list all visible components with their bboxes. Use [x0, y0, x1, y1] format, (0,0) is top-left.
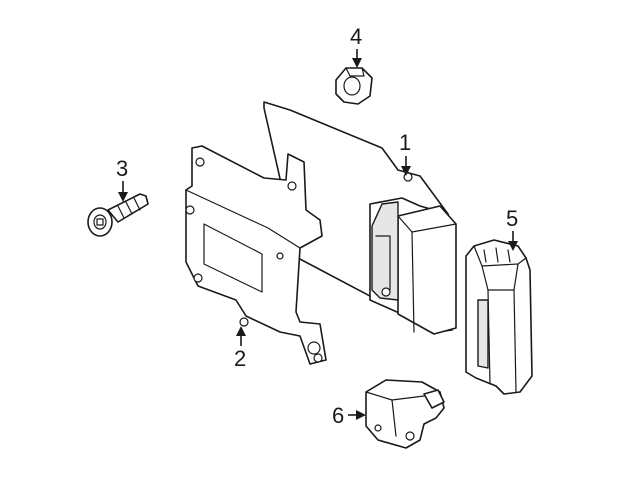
callout-3: 3 — [116, 156, 128, 202]
callout-4-number: 4 — [350, 24, 362, 49]
callout-2: 2 — [234, 326, 246, 371]
callout-6: 6 — [332, 403, 366, 428]
callout-1: 1 — [399, 130, 411, 176]
bracket-part — [185, 145, 327, 365]
nut-part — [335, 67, 373, 105]
callout-4: 4 — [350, 24, 362, 68]
callout-1-number: 1 — [399, 130, 411, 155]
sensor-part — [365, 379, 445, 449]
callout-6-number: 6 — [332, 403, 344, 428]
callout-5: 5 — [506, 206, 518, 251]
callout-3-number: 3 — [116, 156, 128, 181]
callout-2-number: 2 — [234, 346, 246, 371]
control-module-part — [263, 101, 457, 335]
callout-5-number: 5 — [506, 206, 518, 231]
bolt-part — [87, 193, 149, 237]
side-module-part — [465, 239, 533, 395]
